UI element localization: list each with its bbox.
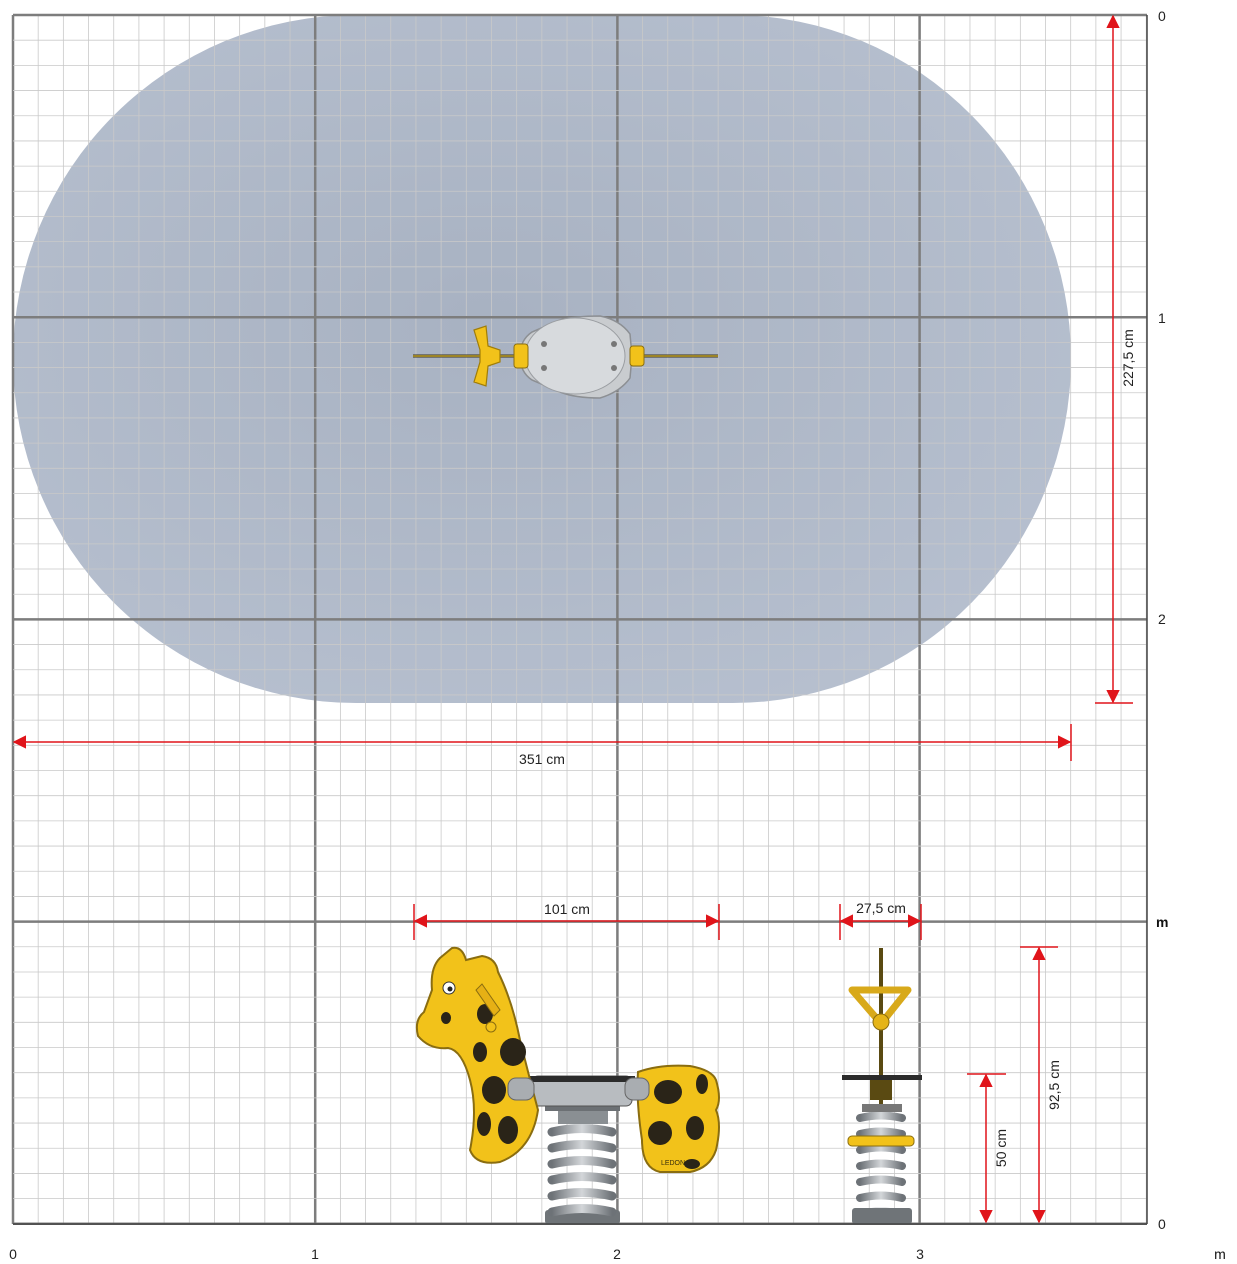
product-side-view: LEDON: [415, 946, 720, 1224]
right-tick-1: 1: [1158, 310, 1166, 326]
bottom-tick-0: 0: [9, 1246, 17, 1262]
brand-mark: LEDON: [661, 1160, 685, 1167]
bottom-axis-unit: m: [1214, 1246, 1226, 1262]
giraffe-spots: [441, 1004, 708, 1169]
bottom-axis: 0 1 2 3 m: [9, 1246, 1226, 1262]
right-tick-bottom: 0: [1158, 1216, 1166, 1232]
spring: [545, 1103, 620, 1224]
bottom-tick-3: 3: [916, 1246, 924, 1262]
dim-safety-width: 351 cm: [519, 751, 565, 767]
bottom-tick-2: 2: [613, 1246, 621, 1262]
dim-total-height: 92,5 cm: [1046, 1060, 1062, 1110]
dim-product-width: 27,5 cm: [856, 900, 906, 916]
dim-seat-height: 50 cm: [993, 1129, 1009, 1167]
product-top-view: [413, 315, 718, 399]
right-axis: 0 1 2 m 0: [1156, 8, 1168, 1232]
right-tick-0: 0: [1158, 8, 1166, 24]
right-tick-2: 2: [1158, 611, 1166, 627]
dimension-lines: [12, 14, 1133, 1224]
dim-product-length: 101 cm: [544, 901, 590, 917]
product-front-view: [842, 948, 922, 1224]
bottom-tick-1: 1: [311, 1246, 319, 1262]
right-axis-unit: m: [1156, 914, 1168, 930]
dim-safety-depth: 227,5 cm: [1120, 329, 1136, 387]
